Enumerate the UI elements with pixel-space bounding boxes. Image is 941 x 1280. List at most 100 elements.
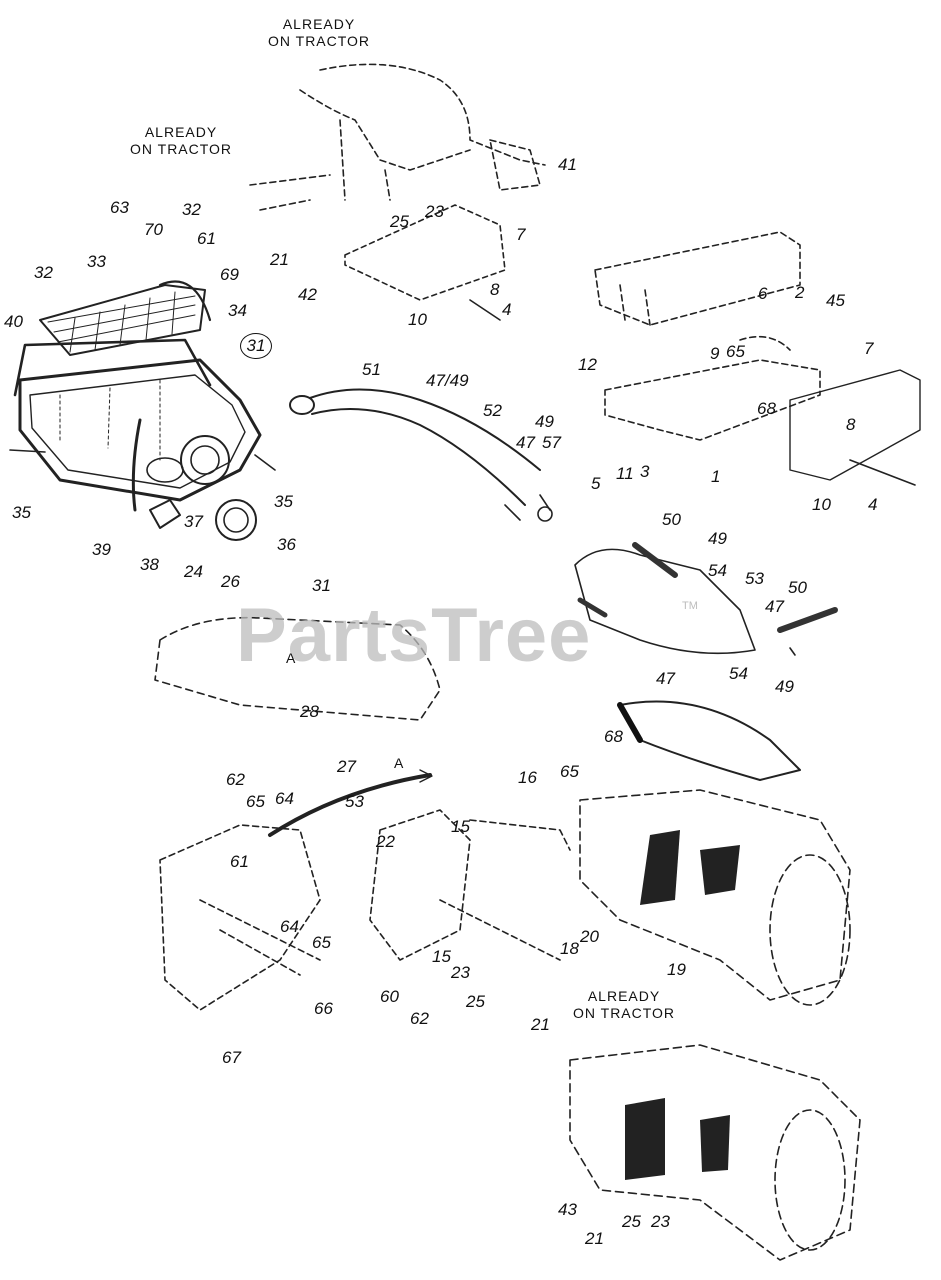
callout: 36 [277,535,296,554]
callout: 28 [300,702,319,721]
callout: 15 [432,947,451,966]
callout: 41 [558,155,577,174]
callout: 21 [270,250,289,269]
callout-letter: A [286,650,296,666]
callout: 54 [729,664,748,683]
callout: 11 [616,464,634,483]
callout: 8 [846,415,856,434]
callout: 9 [710,344,720,363]
callout: 6 [758,284,768,303]
note-already-on-tractor-upper-left: ALREADY ON TRACTOR [130,124,232,158]
bag-small-parts [149,499,257,541]
callout: 21 [585,1229,604,1248]
callout: 38 [140,555,159,574]
lower-lift-assembly [159,809,571,1011]
callout: 32 [182,200,201,219]
steering-column-assembly [249,63,546,211]
chute-cover [574,542,838,656]
callout: 47 [516,433,535,452]
callout: 47 [656,669,675,688]
callout: 68 [604,727,623,746]
callout: 7 [864,339,874,358]
callout: 20 [580,927,599,946]
callout: 45 [826,291,845,310]
callout: 35 [12,503,31,522]
watermark: PartsTree [236,593,592,678]
callout: 65 [246,792,265,811]
callout: 8 [490,280,500,299]
callout: 19 [667,960,686,979]
callout: 23 [425,202,444,221]
callout: 67 [222,1048,241,1067]
callout-circled: 31 [240,333,272,359]
callout: 3 [640,462,650,481]
callout: 51 [362,360,381,379]
watermark-trademark: TM [682,600,698,612]
note-already-on-tractor-top: ALREADY ON TRACTOR [268,16,370,50]
hood-panel [154,616,441,721]
callout: 26 [221,572,240,591]
callout: 61 [230,852,249,871]
callout: 61 [197,229,216,248]
callout-letter: A [394,755,404,771]
callout: 5 [591,474,601,493]
callout: 7 [516,225,526,244]
callout: 27 [337,757,356,776]
callout: 34 [228,301,247,320]
note-line: ON TRACTOR [573,1005,676,1021]
callout: 63 [110,198,129,217]
callout: 65 [726,342,745,361]
callout: 35 [274,492,293,511]
callout: 60 [380,987,399,1006]
callout: 42 [298,285,317,304]
callout: 64 [275,789,294,808]
weight-box [789,369,921,486]
callout: 49 [535,412,554,431]
callout: 65 [312,933,331,952]
callout: 49 [775,677,794,696]
callout: 31 [312,576,331,595]
callout: 25 [390,212,409,231]
callout: 43 [558,1200,577,1219]
callout: 23 [451,963,470,982]
callout: 47 [765,597,784,616]
bottom-tractor-body [569,1044,861,1261]
discharge-chute-tube [289,388,553,522]
callout: 50 [662,510,681,529]
callout: 52 [483,401,502,420]
callout: 65 [560,762,579,781]
callout: 21 [531,1015,550,1034]
callout: 37 [184,512,203,531]
callout: 64 [280,917,299,936]
seat [617,700,801,781]
callout: 10 [812,495,831,514]
callout: 23 [651,1212,670,1231]
callout: 33 [87,252,106,271]
callout: 1 [711,467,721,486]
callout: 18 [560,939,579,958]
callout: 40 [4,312,23,331]
callout: 66 [314,999,333,1018]
callout: 39 [92,540,111,559]
callout: 62 [226,770,245,789]
callout: 62 [410,1009,429,1028]
callout: 15 [451,817,470,836]
callout: 12 [578,355,597,374]
callout: 16 [518,768,537,787]
note-line: ALREADY [282,16,356,32]
note-line: ON TRACTOR [130,141,233,157]
support-plate [344,204,506,321]
callout: 50 [788,578,807,597]
callout: 4 [868,495,878,514]
control-rod [268,769,433,837]
callout: 24 [184,562,203,581]
callout: 4 [502,300,512,319]
callout: 2 [795,283,805,302]
callout: 54 [708,561,727,580]
callout: 32 [34,263,53,282]
callout: 53 [745,569,764,588]
callout: 49 [708,529,727,548]
note-line: ON TRACTOR [268,33,371,49]
